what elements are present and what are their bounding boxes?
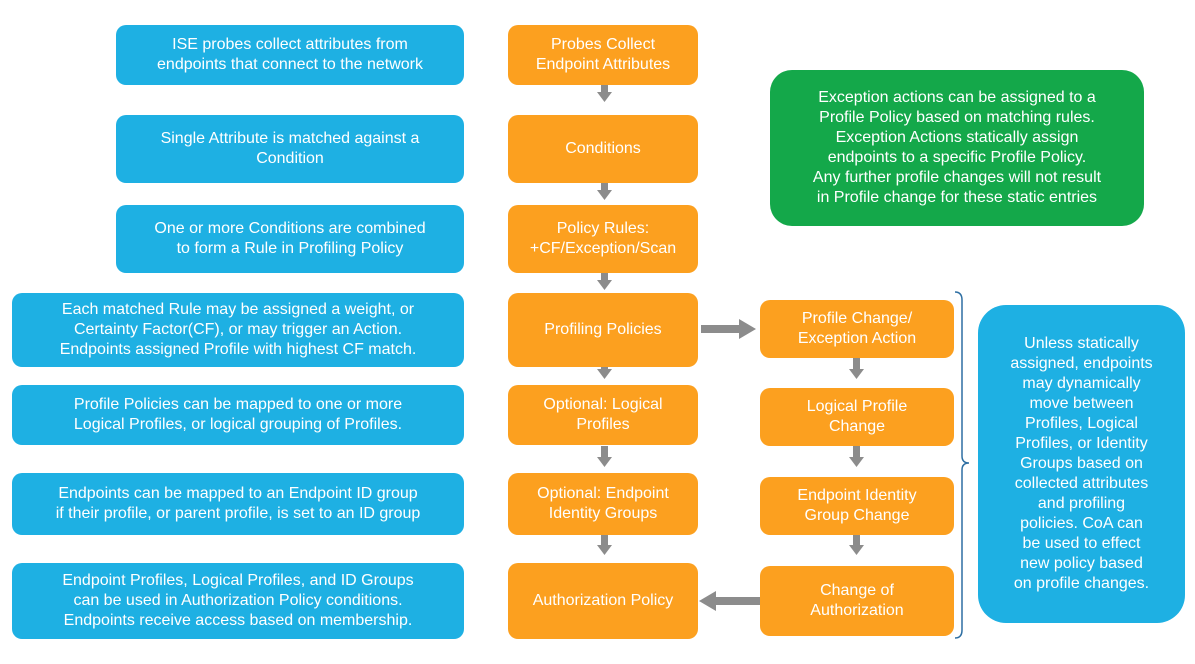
profile-change-box: Profile Change/ Exception Action (760, 300, 954, 358)
conditions-box: Conditions (508, 115, 698, 183)
arrow-down-logical-to-group-change (849, 457, 864, 467)
arrow-shaft (601, 534, 608, 545)
probes-description: ISE probes collect attributes from endpo… (116, 25, 464, 85)
policy-rules-box: Policy Rules: +CF/Exception/Scan (508, 205, 698, 273)
grouping-bracket (954, 291, 970, 639)
arrow-shaft (601, 84, 608, 92)
identity-group-change-box: Endpoint Identity Group Change (760, 477, 954, 535)
arrow-down-logical-to-groups (597, 457, 612, 467)
arrow-shaft (716, 597, 762, 605)
arrow-down-groups-to-authorization (597, 545, 612, 555)
arrow-left-coa-to-authorization (699, 591, 716, 611)
policy-rules-description: One or more Conditions are combined to f… (116, 205, 464, 273)
arrow-shaft (701, 325, 739, 333)
authorization-policy-box: Authorization Policy (508, 563, 698, 639)
arrow-shaft (601, 272, 608, 280)
arrow-shaft (853, 534, 860, 545)
arrow-shaft (601, 182, 608, 190)
logical-profiles-description: Profile Policies can be mapped to one or… (12, 385, 464, 445)
profiling-policies-description: Each matched Rule may be assigned a weig… (12, 293, 464, 367)
logical-profile-change-box: Logical Profile Change (760, 388, 954, 446)
arrow-down-group-change-to-coa (849, 545, 864, 555)
profiling-policies-box: Profiling Policies (508, 293, 698, 367)
arrow-shaft (853, 358, 860, 369)
change-of-authorization-box: Change of Authorization (760, 566, 954, 636)
exception-actions-note: Exception actions can be assigned to a P… (770, 70, 1144, 226)
arrow-shaft (853, 446, 860, 457)
arrow-down-probes-to-conditions (597, 92, 612, 102)
arrow-down-policies-to-logical (597, 369, 612, 379)
arrow-down-change-to-logical (849, 369, 864, 379)
dynamic-movement-note: Unless statically assigned, endpoints ma… (978, 305, 1185, 623)
identity-groups-box: Optional: Endpoint Identity Groups (508, 473, 698, 535)
arrow-right-policies-to-change (739, 319, 756, 339)
arrow-down-rules-to-policies (597, 280, 612, 290)
arrow-down-conditions-to-rules (597, 190, 612, 200)
conditions-description: Single Attribute is matched against a Co… (116, 115, 464, 183)
identity-groups-description: Endpoints can be mapped to an Endpoint I… (12, 473, 464, 535)
logical-profiles-box: Optional: Logical Profiles (508, 385, 698, 445)
authorization-policy-description: Endpoint Profiles, Logical Profiles, and… (12, 563, 464, 639)
probes-collect-box: Probes Collect Endpoint Attributes (508, 25, 698, 85)
arrow-shaft (601, 446, 608, 457)
